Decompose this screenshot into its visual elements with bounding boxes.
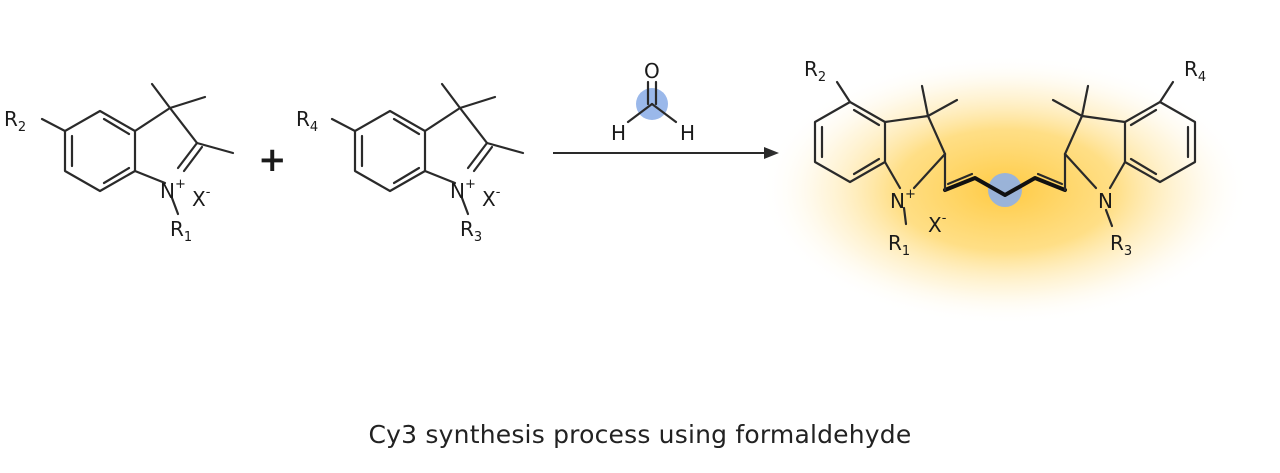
bridge-carbon-highlight [988,173,1022,207]
r3-subscript: 3 [474,230,482,245]
reaction-arrow [553,147,779,159]
product-cy3: R2 R4 N+ X- R1 N R3 [804,57,1206,259]
r3-label: R [460,217,474,241]
product-r3-subscript: 3 [1124,244,1132,259]
product-r2-subscript: 2 [818,70,826,85]
r4-label: R [296,107,310,131]
product-r4-label: R [1184,57,1198,81]
x-charge: - [496,185,501,200]
svg-text:N+: N+ [890,187,916,213]
product-r4-subscript: 4 [1198,70,1206,85]
hydrogen-right-label: H [680,121,695,145]
product-nitrogen-right-label: N [1098,189,1113,213]
svg-text:R2: R2 [804,57,826,85]
reactant-1-indolium: R2 N+ X- R1 [4,82,235,245]
methine-bridge [943,176,1067,197]
r1-label: R [170,217,184,241]
plus-sign: + [258,140,287,180]
product-x-charge: - [942,211,947,226]
product-r1-subscript: 1 [902,244,910,259]
r2-subscript: 2 [18,120,26,135]
nitrogen-charge: + [175,177,186,192]
product-nitrogen-left-charge: + [905,187,916,202]
svg-text:R4: R4 [296,107,318,135]
svg-text:N+: N+ [450,177,476,203]
product-nitrogen-left-label: N [890,189,905,213]
svg-text:R2: R2 [4,107,26,135]
svg-text:R3: R3 [460,217,482,245]
product-x-label: X [928,213,942,237]
svg-text:R1: R1 [888,231,910,259]
hydrogen-left-label: H [611,121,626,145]
r1-subscript: 1 [184,230,192,245]
product-r2-label: R [804,57,818,81]
product-r1-label: R [888,231,902,255]
r4-subscript: 4 [310,120,318,135]
oxygen-label: O [644,59,660,83]
svg-text:N+: N+ [160,177,186,203]
svg-text:R4: R4 [1184,57,1206,85]
x-charge: - [206,185,211,200]
r2-label: R [4,107,18,131]
svg-text:X-: X- [192,185,211,211]
nitrogen-label: N [160,179,175,203]
figure-caption: Cy3 synthesis process using formaldehyde [368,420,912,449]
svg-text:X-: X- [482,185,501,211]
product-r3-label: R [1110,231,1124,255]
formaldehyde-reagent: O H H [611,59,695,145]
benzene-ring [353,109,427,193]
nitrogen-label: N [450,179,465,203]
svg-text:R1: R1 [170,217,192,245]
reactant-2-indolium: R4 N+ X- R3 [296,82,525,245]
svg-text:X-: X- [928,211,947,237]
benzene-ring [63,109,137,193]
x-label: X [482,187,496,211]
svg-text:R3: R3 [1110,231,1132,259]
nitrogen-charge: + [465,177,476,192]
x-label: X [192,187,206,211]
